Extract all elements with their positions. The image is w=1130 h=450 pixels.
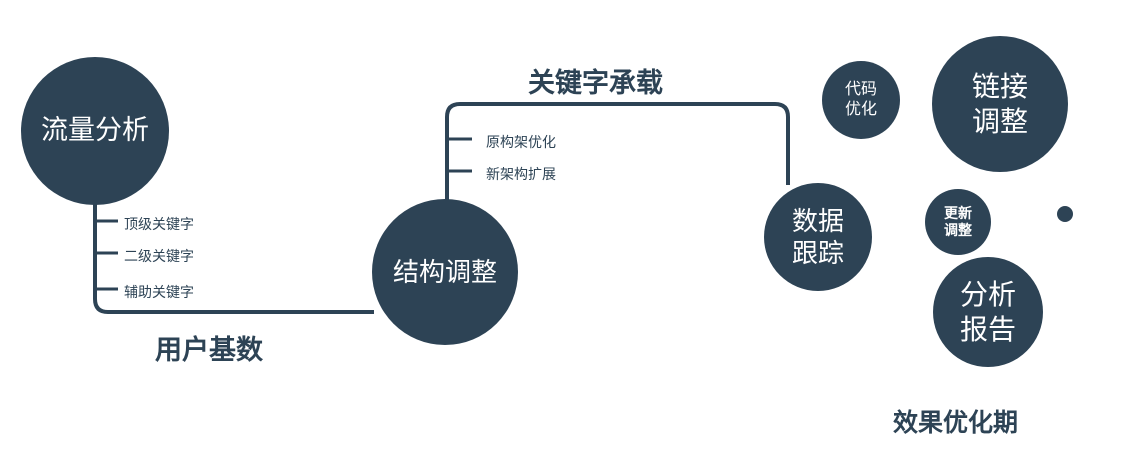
branch-label-original-architecture: 原构架优化 — [486, 134, 556, 150]
branch-label-top-keywords: 顶级关键字 — [124, 216, 194, 232]
node-code-optimization: 代码 优化 — [822, 61, 900, 139]
edge-structure-tracking — [445, 102, 790, 201]
node-small-dot — [1057, 206, 1073, 222]
node-analysis-report: 分析 报告 — [933, 257, 1043, 367]
branch-label-new-architecture: 新架构扩展 — [486, 166, 556, 182]
phase-label-effect-optimization: 效果优化期 — [893, 409, 1019, 437]
branch-label-second-keywords: 二级关键字 — [124, 248, 194, 264]
node-data-tracking: 数据 跟踪 — [764, 183, 872, 291]
node-link-adjustment: 链接 调整 — [932, 36, 1068, 172]
branch-label-aux-keywords: 辅助关键字 — [124, 284, 194, 300]
edge-label-user-base: 用户基数 — [155, 335, 263, 365]
node-traffic-analysis: 流量分析 — [21, 57, 169, 205]
node-update-adjustment: 更新 调整 — [925, 189, 991, 255]
node-structure-adjustment: 结构调整 — [372, 199, 518, 345]
edge-label-keyword-carry: 关键字承载 — [528, 68, 663, 98]
edge-traffic-structure — [93, 203, 374, 314]
